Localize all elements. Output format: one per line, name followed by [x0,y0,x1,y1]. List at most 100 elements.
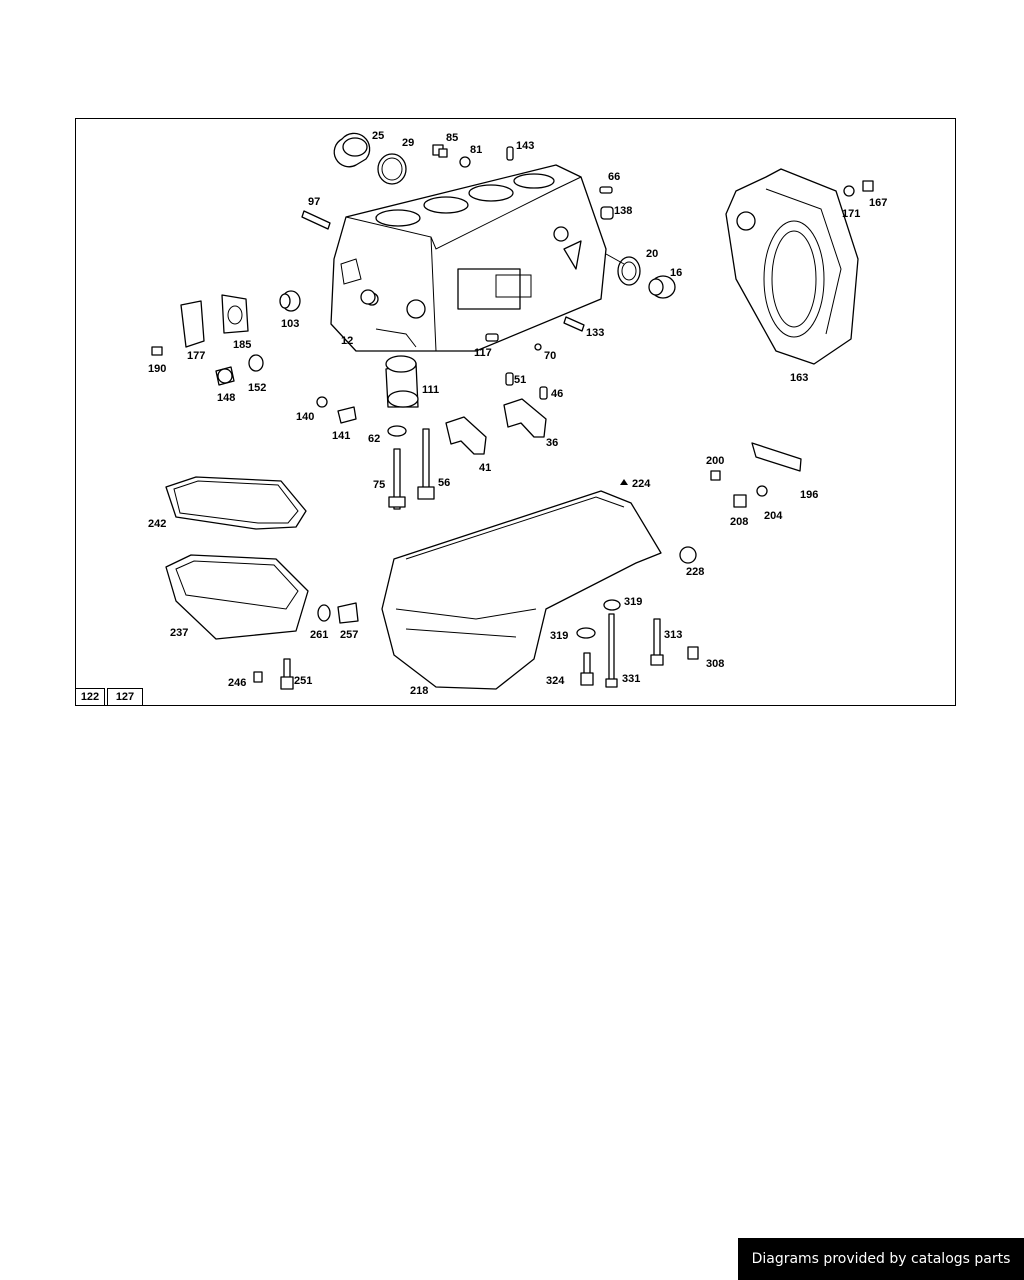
plug-part-70 [534,343,542,351]
callout-204: 204 [764,510,783,522]
flywheel-housing-part-163 [725,168,859,365]
callout-140: 140 [296,411,314,423]
washer-part-81 [459,156,471,168]
bearing-cap-part-36 [503,398,547,438]
cover-part-185 [221,294,249,334]
callout-185: 185 [233,339,251,351]
callout-257: 257 [340,629,358,641]
callout-218: 218 [410,685,428,697]
callout-29: 29 [402,137,414,149]
bolt-part-251 [280,658,294,690]
bolt-part-167 [862,180,874,192]
fitting-part-224 [620,479,628,485]
callout-16: 16 [670,267,682,279]
bolt-part-141 [337,406,357,424]
callout-133: 133 [586,327,604,339]
engine-block-part-12 [330,164,607,352]
oil-pan-part-218 [381,490,662,690]
bushing-part-103 [279,290,301,312]
washer-part-152 [248,354,264,372]
plug-part-228 [679,546,697,564]
bolt-part-324 [580,652,594,686]
callout-196: 196 [800,489,818,501]
callout-224: 224 [632,478,651,490]
callout-62: 62 [368,433,380,445]
bolt-part-331 [605,613,618,688]
reference-box: 127 [107,688,143,706]
bolt-part-313 [650,618,664,666]
washer-part-62 [387,425,407,437]
engine-block-drawing: 2529858114397661382016171167103121171337… [148,130,887,697]
callout-200: 200 [706,455,724,467]
pin-part-66 [599,186,613,194]
drain-plug-part-257 [337,602,359,624]
callout-228: 228 [686,566,704,578]
callout-66: 66 [608,171,620,183]
bearing-cap-part-41 [445,416,487,455]
bolt-part-75 [388,448,406,510]
bolt-part-246 [253,671,263,683]
dowel-part-46 [539,386,548,400]
washer-part-319-a [603,599,621,611]
callout-81: 81 [470,144,482,156]
stud-part-133 [563,316,585,332]
callout-177: 177 [187,350,205,362]
callout-319: 319 [624,596,642,608]
callout-152: 152 [248,382,266,394]
callout-75: 75 [373,479,385,491]
callout-46: 46 [551,388,563,400]
pin-part-143 [506,146,514,161]
callout-208: 208 [730,516,748,528]
callout-163: 163 [790,372,808,384]
seal-part-20 [617,256,641,286]
washer-part-140 [316,396,328,408]
oil-pan-part-237 [165,554,309,640]
plug-part-138 [600,206,614,220]
callout-141: 141 [332,430,350,442]
callout-324: 324 [546,675,565,687]
callout-138: 138 [614,205,632,217]
callout-171: 171 [842,208,860,220]
callout-51: 51 [514,374,526,386]
callout-103: 103 [281,318,299,330]
bolt-part-308 [687,646,699,660]
callout-308: 308 [706,658,724,670]
washer-part-171 [843,185,855,197]
bolt-part-190 [151,346,163,356]
callout-148: 148 [217,392,235,404]
washer-part-204 [756,485,768,497]
bracket-part-196 [751,442,802,472]
washer-part-319-b [576,627,596,639]
callout-143: 143 [516,140,534,152]
bolt-part-200 [710,470,721,481]
callout-70: 70 [544,350,556,362]
callout-246: 246 [228,677,246,689]
bolt-part-56 [417,428,435,500]
gasket-part-177 [180,300,205,348]
dowel-part-117 [485,333,499,342]
dowel-part-51 [505,372,514,386]
callout-36: 36 [546,437,558,449]
callout-97: 97 [308,196,320,208]
plug-part-208 [733,494,747,508]
callout-12: 12 [341,335,353,347]
callout-331: 331 [622,673,640,685]
washer-part-261 [317,604,331,622]
callout-313: 313 [664,629,682,641]
callout-237: 237 [170,627,188,639]
callout-167: 167 [869,197,887,209]
credit-banner: Diagrams provided by catalogs parts [738,1238,1024,1280]
core-plug-part-25 [333,132,371,168]
callout-261: 261 [310,629,328,641]
engine-mount-part-111 [385,355,419,408]
callout-319: 319 [550,630,568,642]
callout-242: 242 [148,518,166,530]
callout-25: 25 [372,130,384,142]
callout-117: 117 [474,347,492,359]
callout-190: 190 [148,363,166,375]
reference-box: 122 [75,688,105,706]
stud-part-97 [301,210,331,230]
callout-85: 85 [446,132,458,144]
